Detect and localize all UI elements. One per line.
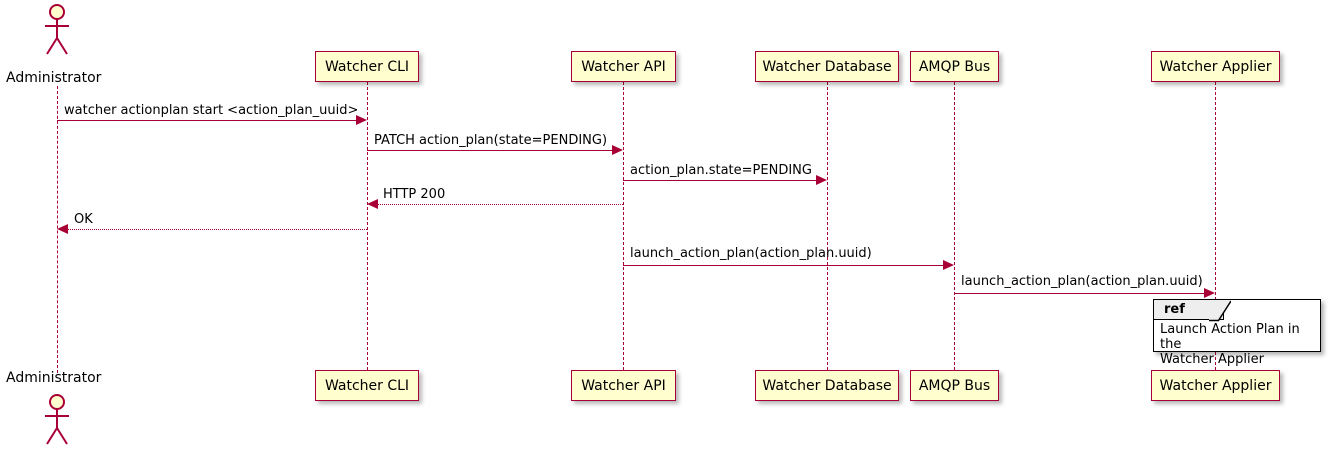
arrowhead-right-icon: [356, 115, 367, 125]
arrowhead-right-icon: [612, 145, 623, 155]
lifeline-amqp-bus: [954, 82, 955, 370]
ref-fragment-tab-corner: [1209, 300, 1231, 322]
participant-box-amqp-bus-top[interactable]: AMQP Bus: [910, 51, 999, 82]
ref-tab-corner-icon: [1209, 300, 1231, 322]
arrowhead-right-icon: [943, 260, 954, 270]
arrowhead-left-icon: [367, 199, 378, 209]
message-arrow-patch-action-plan: [367, 150, 613, 151]
message-arrow-launch-action-plan-bus-to-applier: [954, 293, 1205, 294]
ref-fragment-tab: ref: [1154, 300, 1224, 320]
ref-fragment-tab-label: ref: [1164, 302, 1185, 317]
actor-stick-figure-icon: [45, 4, 69, 55]
message-label-watcher-actionplan-start: watcher actionplan start <action_plan_uu…: [64, 103, 359, 118]
message-label-launch-action-plan-bus-to-applier: launch_action_plan(action_plan.uuid): [961, 274, 1203, 289]
lifeline-watcher-cli: [367, 82, 368, 370]
ref-fragment-body-line-2: Watcher Applier: [1160, 352, 1264, 367]
participant-box-watcher-cli-bottom[interactable]: Watcher CLI: [315, 370, 419, 401]
arrowhead-right-icon: [816, 175, 827, 185]
message-label-patch-action-plan: PATCH action_plan(state=PENDING): [374, 133, 608, 148]
ref-fragment-launch-action-plan[interactable]: ref Launch Action Plan in the Watcher Ap…: [1153, 299, 1321, 367]
arrowhead-left-icon: [57, 224, 68, 234]
lifeline-watcher-applier: [1215, 82, 1216, 370]
actor-administrator-bottom: [39, 394, 75, 448]
actor-label-administrator-bottom: Administrator: [6, 370, 102, 386]
message-arrow-launch-action-plan-api-to-bus: [623, 265, 944, 266]
actor-label-administrator-top: Administrator: [6, 70, 102, 86]
ref-fragment-body-line-1: Launch Action Plan in the: [1160, 322, 1300, 352]
message-label-http-200: HTTP 200: [383, 187, 446, 202]
lifeline-watcher-database: [827, 82, 828, 370]
message-arrow-action-plan-state-pending: [623, 180, 817, 181]
participant-box-watcher-applier-bottom[interactable]: Watcher Applier: [1151, 370, 1280, 401]
message-label-action-plan-state-pending: action_plan.state=PENDING: [630, 163, 812, 178]
participant-box-watcher-database-bottom[interactable]: Watcher Database: [755, 370, 899, 401]
participant-box-watcher-api-bottom[interactable]: Watcher API: [571, 370, 676, 401]
message-arrow-ok: [68, 229, 367, 230]
participant-box-watcher-api-top[interactable]: Watcher API: [571, 51, 676, 82]
message-arrow-watcher-actionplan-start: [57, 120, 357, 121]
participant-box-watcher-cli-top[interactable]: Watcher CLI: [315, 51, 419, 82]
message-arrow-http-200: [378, 204, 623, 205]
actor-administrator-top: [39, 4, 75, 58]
participant-box-watcher-database-top[interactable]: Watcher Database: [755, 51, 899, 82]
participant-box-watcher-applier-top[interactable]: Watcher Applier: [1151, 51, 1280, 82]
message-label-launch-action-plan-api-to-bus: launch_action_plan(action_plan.uuid): [630, 246, 872, 261]
actor-stick-figure-icon: [45, 394, 69, 445]
message-label-ok: OK: [74, 212, 93, 227]
participant-box-amqp-bus-bottom[interactable]: AMQP Bus: [910, 370, 999, 401]
ref-fragment-body: Launch Action Plan in the Watcher Applie…: [1160, 322, 1316, 367]
arrowhead-right-icon: [1204, 288, 1215, 298]
lifeline-watcher-api: [623, 82, 624, 370]
